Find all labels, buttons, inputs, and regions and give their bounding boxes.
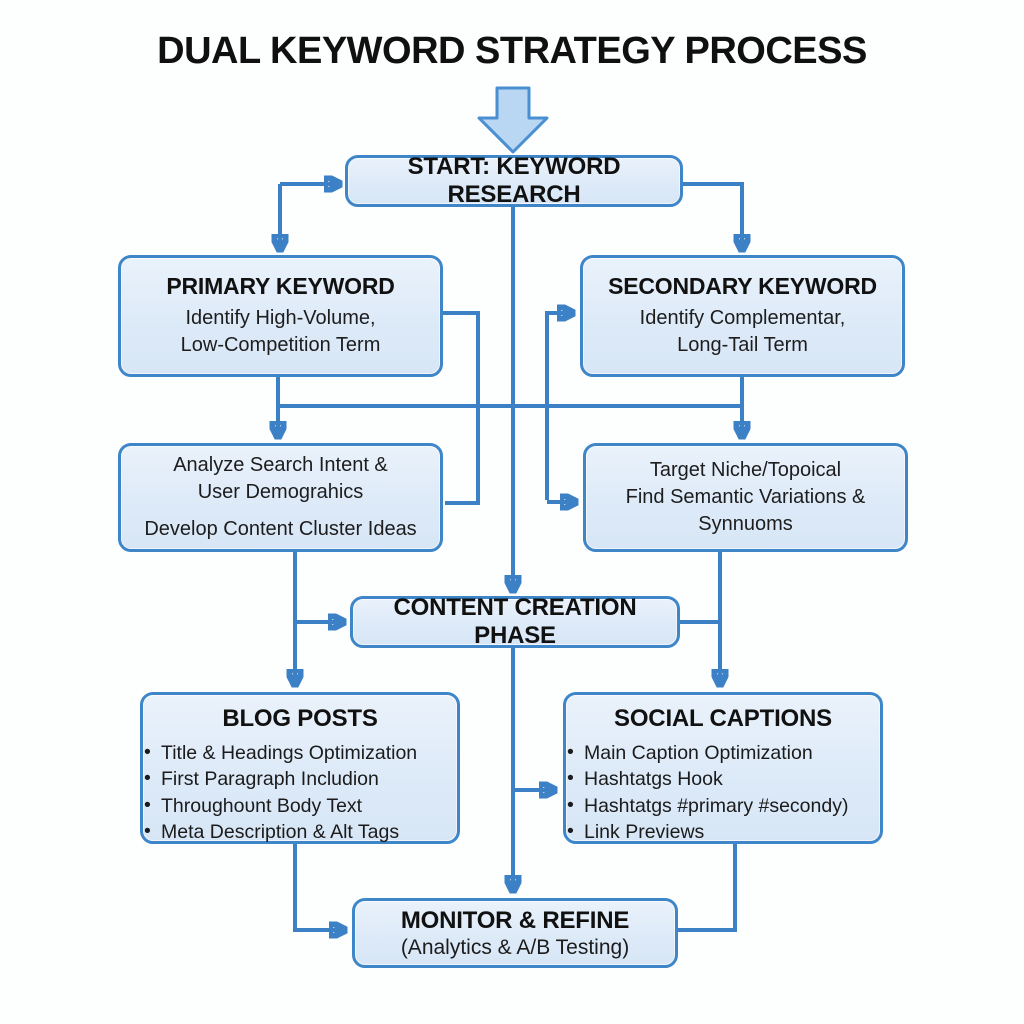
node-target-niche: Target Niche/Topoical Find Semantic Vari…: [583, 443, 908, 552]
connector-social-to-monitor: [678, 844, 737, 932]
node-secondary-keyword: SECONDARY KEYWORD Identify Complementar,…: [580, 255, 905, 377]
blog-item-3: Throughoυnt Body Text: [143, 793, 457, 819]
blog-item-1: Title & Headings Optimization: [143, 740, 457, 766]
social-item-2: Hashtatgs Hook: [566, 766, 880, 792]
secondary-line-2: Long-Tail Term: [677, 334, 808, 356]
connector-start-to-secondary: [683, 182, 742, 249]
primary-title: PRIMARY KEYWORD: [166, 273, 395, 300]
node-start: START: KEYWORD RESEARCH: [345, 153, 683, 208]
node-analyze-intent: Analyze Search Intent & User Demograhics…: [118, 443, 443, 552]
primary-line-2: Low-Competition Term: [180, 334, 381, 356]
start-label: START: KEYWORD RESEARCH: [407, 153, 621, 208]
node-primary-keyword: PRIMARY KEYWORD Identify High-Volume, Lo…: [118, 255, 443, 377]
blog-item-4: Meta Description & Alt Tags: [143, 819, 457, 845]
social-title: SOCIAL CAPTIONS: [614, 705, 832, 732]
blog-title: BLOG POSTS: [222, 705, 378, 732]
connector-center-into-secondary: [545, 313, 572, 500]
node-content-creation: CONTENT CREATION PHASE: [350, 594, 680, 649]
target-line-2: Find Semantic Variations &: [625, 486, 866, 509]
monitor-subtitle: (Analytics & A/B Testing): [400, 935, 630, 959]
analyze-line-2: User Demograhics: [197, 480, 364, 503]
social-item-4: Link Previews: [566, 819, 880, 845]
social-bullet-list: Main Caption Optimization Hashtatgs Hook…: [566, 740, 880, 846]
node-blog-posts: BLOG POSTS Title & Headings Optimization…: [140, 692, 460, 846]
analyze-line-3: Develop Content Cluster Ideas: [144, 518, 417, 541]
monitor-title: MONITOR & REFINE: [400, 906, 630, 934]
analyze-line-1: Analyze Search Intent &: [173, 453, 388, 476]
social-item-1: Main Caption Optimization: [566, 740, 880, 766]
blog-bullet-list: Title & Headings Optimization First Para…: [143, 740, 457, 846]
node-monitor-refine: MONITOR & REFINE (Analytics & A/B Testin…: [352, 898, 678, 968]
social-item-3: Hashtatgs #primary #secondy): [566, 793, 880, 819]
content-label: CONTENT CREATION PHASE: [393, 594, 637, 649]
primary-line-1: Identify High-Volume,: [185, 307, 376, 330]
node-social-captions: SOCIAL CAPTIONS Main Caption Optimizatio…: [563, 692, 883, 846]
target-line-3: Synnuoms: [698, 512, 793, 535]
connector-primary-right-hook: [441, 311, 480, 505]
blog-item-2: First Paragraph Includion: [143, 766, 457, 792]
connector-blog-to-monitor: [293, 844, 344, 930]
diagram-title: DUAL KEYWORD STRATEGY PROCESS: [157, 30, 867, 72]
down-block-arrow-icon: [477, 86, 549, 154]
secondary-line-1: Identify Complementar,: [639, 307, 846, 330]
target-line-1: Target Niche/Topoical: [649, 459, 842, 482]
secondary-title: SECONDARY KEYWORD: [608, 273, 877, 300]
